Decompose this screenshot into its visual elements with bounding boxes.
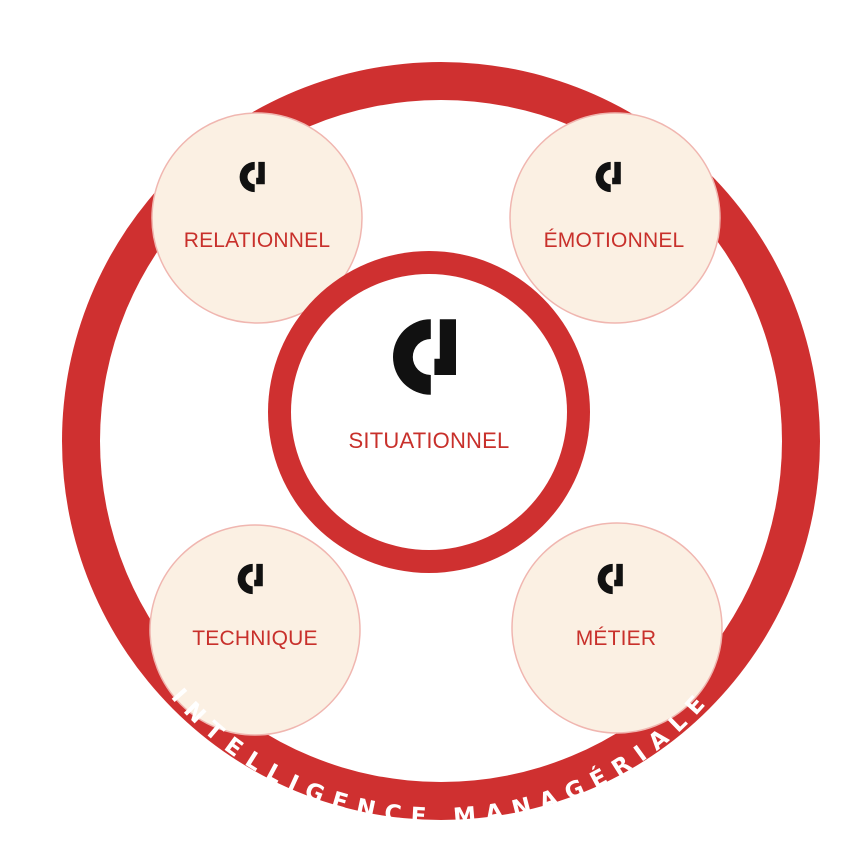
node-relationnel: RELATIONNEL (151, 112, 363, 324)
node-emotionnel: ÉMOTIONNEL (509, 112, 721, 324)
node-label-metier: MÉTIER (576, 627, 657, 650)
center-label: SITUATIONNEL (349, 428, 510, 453)
node-metier: MÉTIER (511, 522, 723, 734)
node-label-relationnel: RELATIONNEL (184, 229, 331, 252)
center-node: SITUATIONNEL (268, 251, 590, 573)
node-label-technique: TECHNIQUE (192, 627, 317, 650)
node-label-emotionnel: ÉMOTIONNEL (544, 229, 685, 252)
node-technique: TECHNIQUE (149, 524, 361, 736)
